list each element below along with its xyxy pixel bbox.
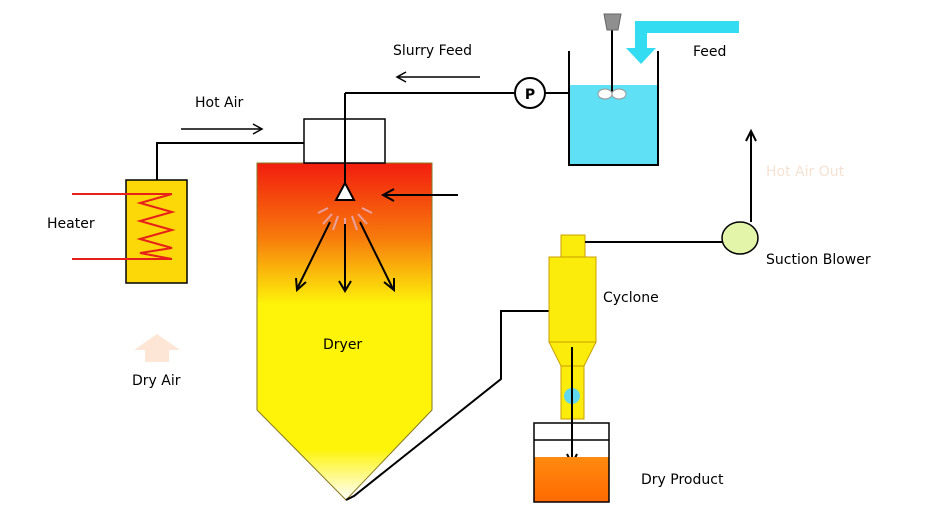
agitator-blade-left <box>597 88 613 100</box>
nozzle <box>334 180 356 201</box>
product-container <box>533 422 610 503</box>
agitator-motor <box>603 13 622 31</box>
cyclone-body <box>548 256 597 343</box>
heater-label: Heater <box>47 216 95 232</box>
spray-arrows <box>295 221 395 293</box>
pump-symbol <box>514 77 546 109</box>
feed-label: Feed <box>693 44 726 60</box>
nozzle-pointer-head <box>380 188 395 202</box>
dryer-label: Dryer <box>323 337 362 353</box>
exhaust-arrowhead <box>745 128 757 142</box>
feed-tank <box>568 51 659 166</box>
product-fill <box>534 457 609 502</box>
hot-air-out-label: Hot Air Out <box>766 164 845 180</box>
heater-coil <box>136 193 176 260</box>
slurry-feed-label: Slurry Feed <box>393 43 472 59</box>
feed-tank-liquid <box>569 85 658 165</box>
dryer-vessel <box>256 162 433 501</box>
feed-inlet-arrow <box>626 21 739 64</box>
hot-air-pipe <box>156 142 304 180</box>
hot-air-flow-arrowhead <box>252 123 264 135</box>
cyclone-label: Cyclone <box>603 290 659 306</box>
cyclone-top-outlet <box>560 234 586 258</box>
pump-label: P <box>525 87 535 103</box>
dry-air-arrow <box>134 334 180 362</box>
dry-product-label: Dry Product <box>641 472 724 488</box>
heater-body <box>125 179 188 284</box>
agitator-blade-right <box>611 88 627 100</box>
suction-blower-label: Suction Blower <box>766 252 871 268</box>
dry-air-label: Dry Air <box>132 373 181 389</box>
suction-blower <box>721 221 759 255</box>
dryer-outlet-pipe <box>345 310 549 501</box>
slurry-flow-arrowhead <box>395 71 407 83</box>
hot-air-label: Hot Air <box>195 95 243 111</box>
